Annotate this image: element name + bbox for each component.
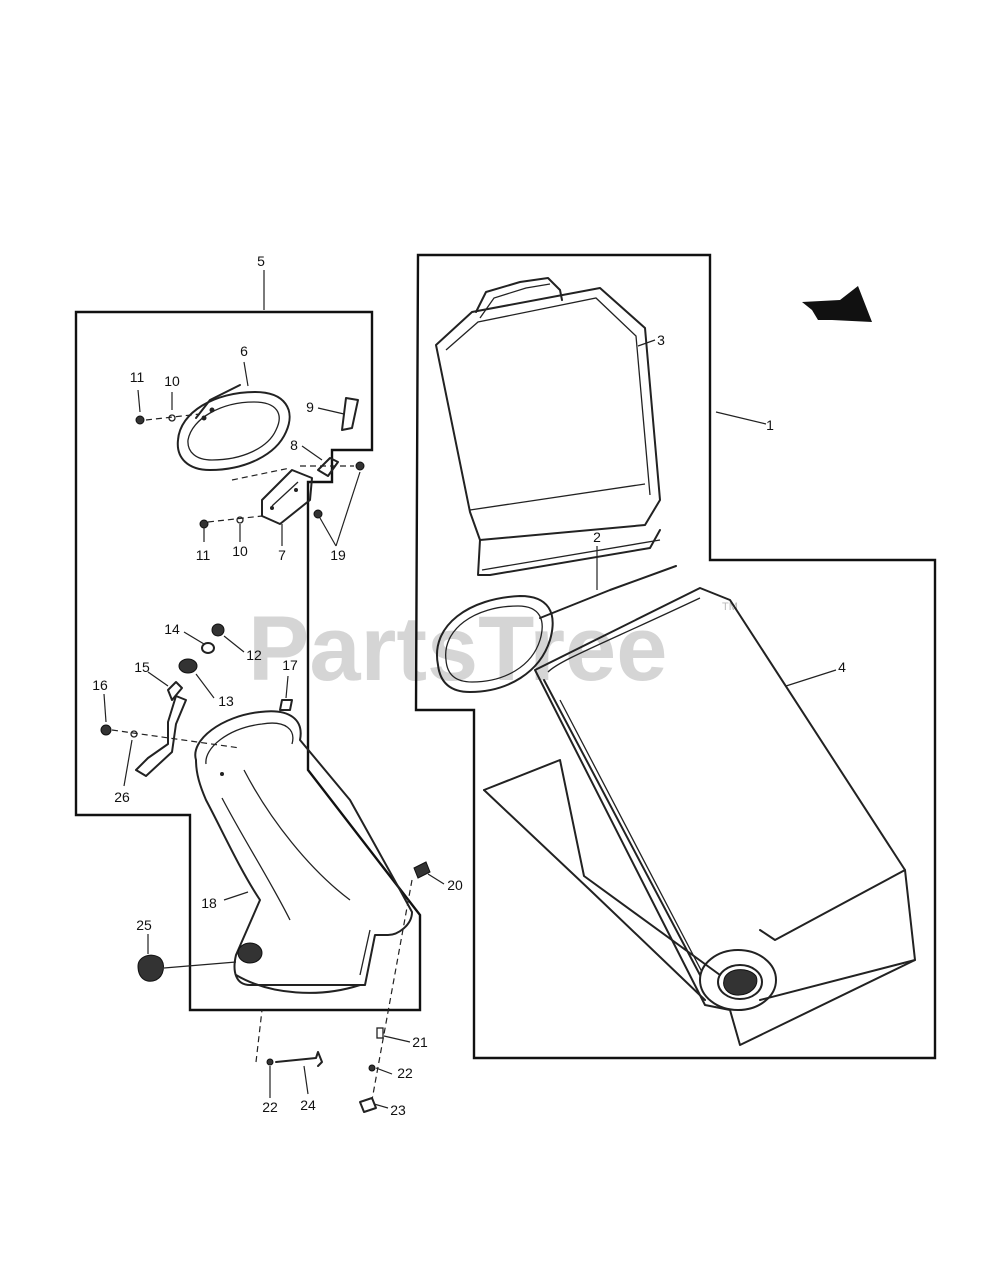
callout-25: 25 (136, 917, 152, 933)
callout-22-left: 22 (262, 1099, 278, 1115)
callout-23: 23 (390, 1102, 406, 1118)
callout-22-right: 22 (397, 1065, 413, 1081)
part-8-clip (317, 457, 339, 477)
callout-24: 24 (300, 1097, 316, 1113)
arrow-icon (802, 286, 872, 322)
part-24-bolt (275, 1051, 323, 1067)
part-20-screw (413, 861, 431, 879)
part-19-screw-bottom (313, 509, 323, 519)
callout-17: 17 (282, 657, 298, 673)
part-14-spacer (201, 642, 215, 654)
callout-7: 7 (278, 547, 286, 563)
part-9-pin (341, 397, 359, 431)
callout-9: 9 (306, 399, 314, 415)
callout-18: 18 (201, 895, 217, 911)
part-21-spacer (376, 1027, 384, 1039)
callout-14: 14 (164, 621, 180, 637)
watermark-trademark: TM (722, 601, 738, 613)
callout-12: 12 (246, 647, 262, 663)
part-13-bushing (178, 658, 198, 674)
callout-26: 26 (114, 789, 130, 805)
part-10-washer-bottom (236, 516, 244, 524)
callout-11-bottom: 11 (196, 547, 211, 563)
callout-5: 5 (257, 253, 265, 269)
part-22-washer-left (266, 1058, 274, 1066)
assembly-1-frame (414, 253, 937, 1060)
callout-8: 8 (290, 437, 298, 453)
part-19-screw-top (355, 461, 365, 471)
part-18-discharge-chute (194, 710, 413, 994)
part-25-knob (137, 954, 164, 982)
watermark: PartsTree (248, 598, 667, 700)
callout-10-bottom: 10 (232, 543, 248, 559)
callout-19: 19 (330, 547, 346, 563)
callout-21: 21 (412, 1034, 428, 1050)
callout-3: 3 (657, 332, 665, 348)
callout-13: 13 (218, 693, 234, 709)
part-11-nut-top (135, 415, 145, 425)
callout-6: 6 (240, 343, 248, 359)
callout-4: 4 (838, 659, 846, 675)
part-10-washer-top (168, 414, 176, 422)
part-7-bracket (261, 469, 313, 525)
callout-1: 1 (766, 417, 774, 433)
part-26-washer (130, 730, 138, 738)
part-2-bag-ring (435, 565, 677, 693)
callout-16: 16 (92, 677, 108, 693)
assembly-5-frame (74, 310, 422, 1012)
callout-10-top: 10 (164, 373, 180, 389)
part-16-nut (100, 724, 112, 736)
callout-11-top: 11 (130, 369, 145, 385)
part-3-wire-frame (435, 277, 661, 576)
callout-2: 2 (593, 529, 601, 545)
part-6-discharge-ring (176, 384, 291, 471)
part-23-bolt (359, 1097, 377, 1113)
part-15-bolt (167, 681, 183, 701)
part-12-nut (211, 623, 225, 637)
part-latch-lever (135, 695, 187, 777)
part-4-grass-bag (483, 587, 916, 1046)
callout-20: 20 (447, 877, 463, 893)
callout-15: 15 (134, 659, 150, 675)
part-17-screw (279, 699, 293, 711)
part-11-nut-bottom (199, 519, 209, 529)
part-22-washer-right (368, 1064, 376, 1072)
